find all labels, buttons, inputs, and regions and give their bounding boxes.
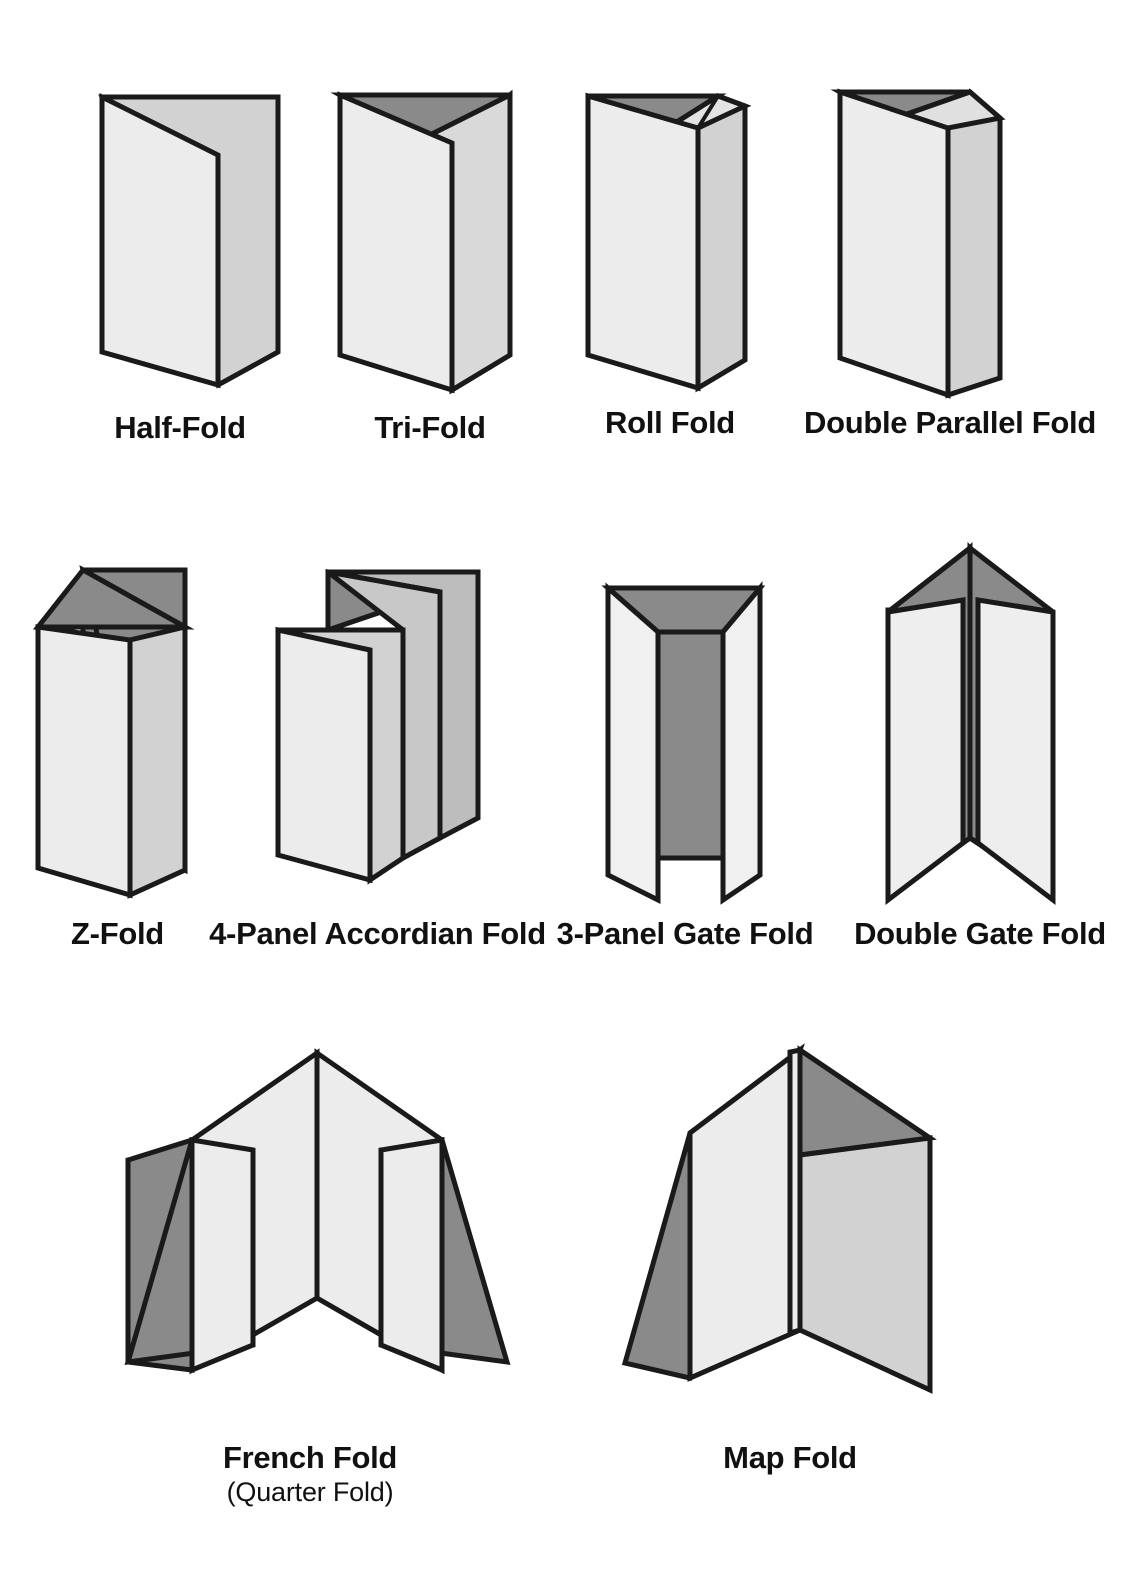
half-fold-front-panel [99,92,221,389]
diagram-roll-fold [585,92,752,393]
z-fold-mid-panel [35,624,133,899]
label-french-fold-sublabel: (Quarter Fold) [226,1477,394,1507]
dpf-outer-right-panel [945,88,1003,399]
roll-fold-crease-line [696,94,720,130]
dblgate-left-front-panel [885,597,966,906]
gate3-right-wing [720,581,763,905]
diagram-double-parallel-fold [830,88,1006,399]
tri-fold-front-panel [337,91,455,394]
label-tri-fold: Tri-Fold [374,410,486,445]
z-fold-right-panel [127,623,188,899]
gate3-inner-center [655,629,726,861]
accordian-front-panel [275,626,373,884]
label-z-fold: Z-Fold [71,916,164,951]
z-fold-dark-wedge [32,566,195,630]
label-4-panel-accordian-fold: 4-Panel Accordian Fold [209,916,546,951]
diagram-map-fold [621,1043,937,1394]
french-left-inner-panel [189,1137,256,1374]
gate3-left-wing [605,582,661,905]
dblgate-right-front-panel [975,597,1056,906]
roll-fold-right-panel [695,92,748,393]
roll-fold-front-panel [585,92,701,392]
label-double-gate-fold: Double Gate Fold [854,916,1106,951]
diagram-z-fold [32,565,195,899]
diagram-french-fold [124,1048,511,1375]
diagram-tri-fold [330,89,513,395]
diagram-3-panel-gate-fold [601,581,766,905]
accordian-third-panel [326,569,443,863]
french-right-inner-panel [378,1137,445,1374]
diagram-half-fold [98,92,281,389]
diagram-4-panel-accordian-fold [275,569,481,885]
label-map-fold: Map Fold [723,1440,857,1475]
diagram-double-gate-fold [885,541,1056,906]
label-french-fold: French Fold [222,1440,398,1475]
dpf-front-panel [837,88,951,399]
label-roll-fold: Roll Fold [605,405,735,440]
label-half-fold: Half-Fold [114,410,246,445]
label-3-panel-gate-fold: 3-Panel Gate Fold [556,916,814,951]
label-double-parallel-fold: Double Parallel Fold [804,405,1096,440]
